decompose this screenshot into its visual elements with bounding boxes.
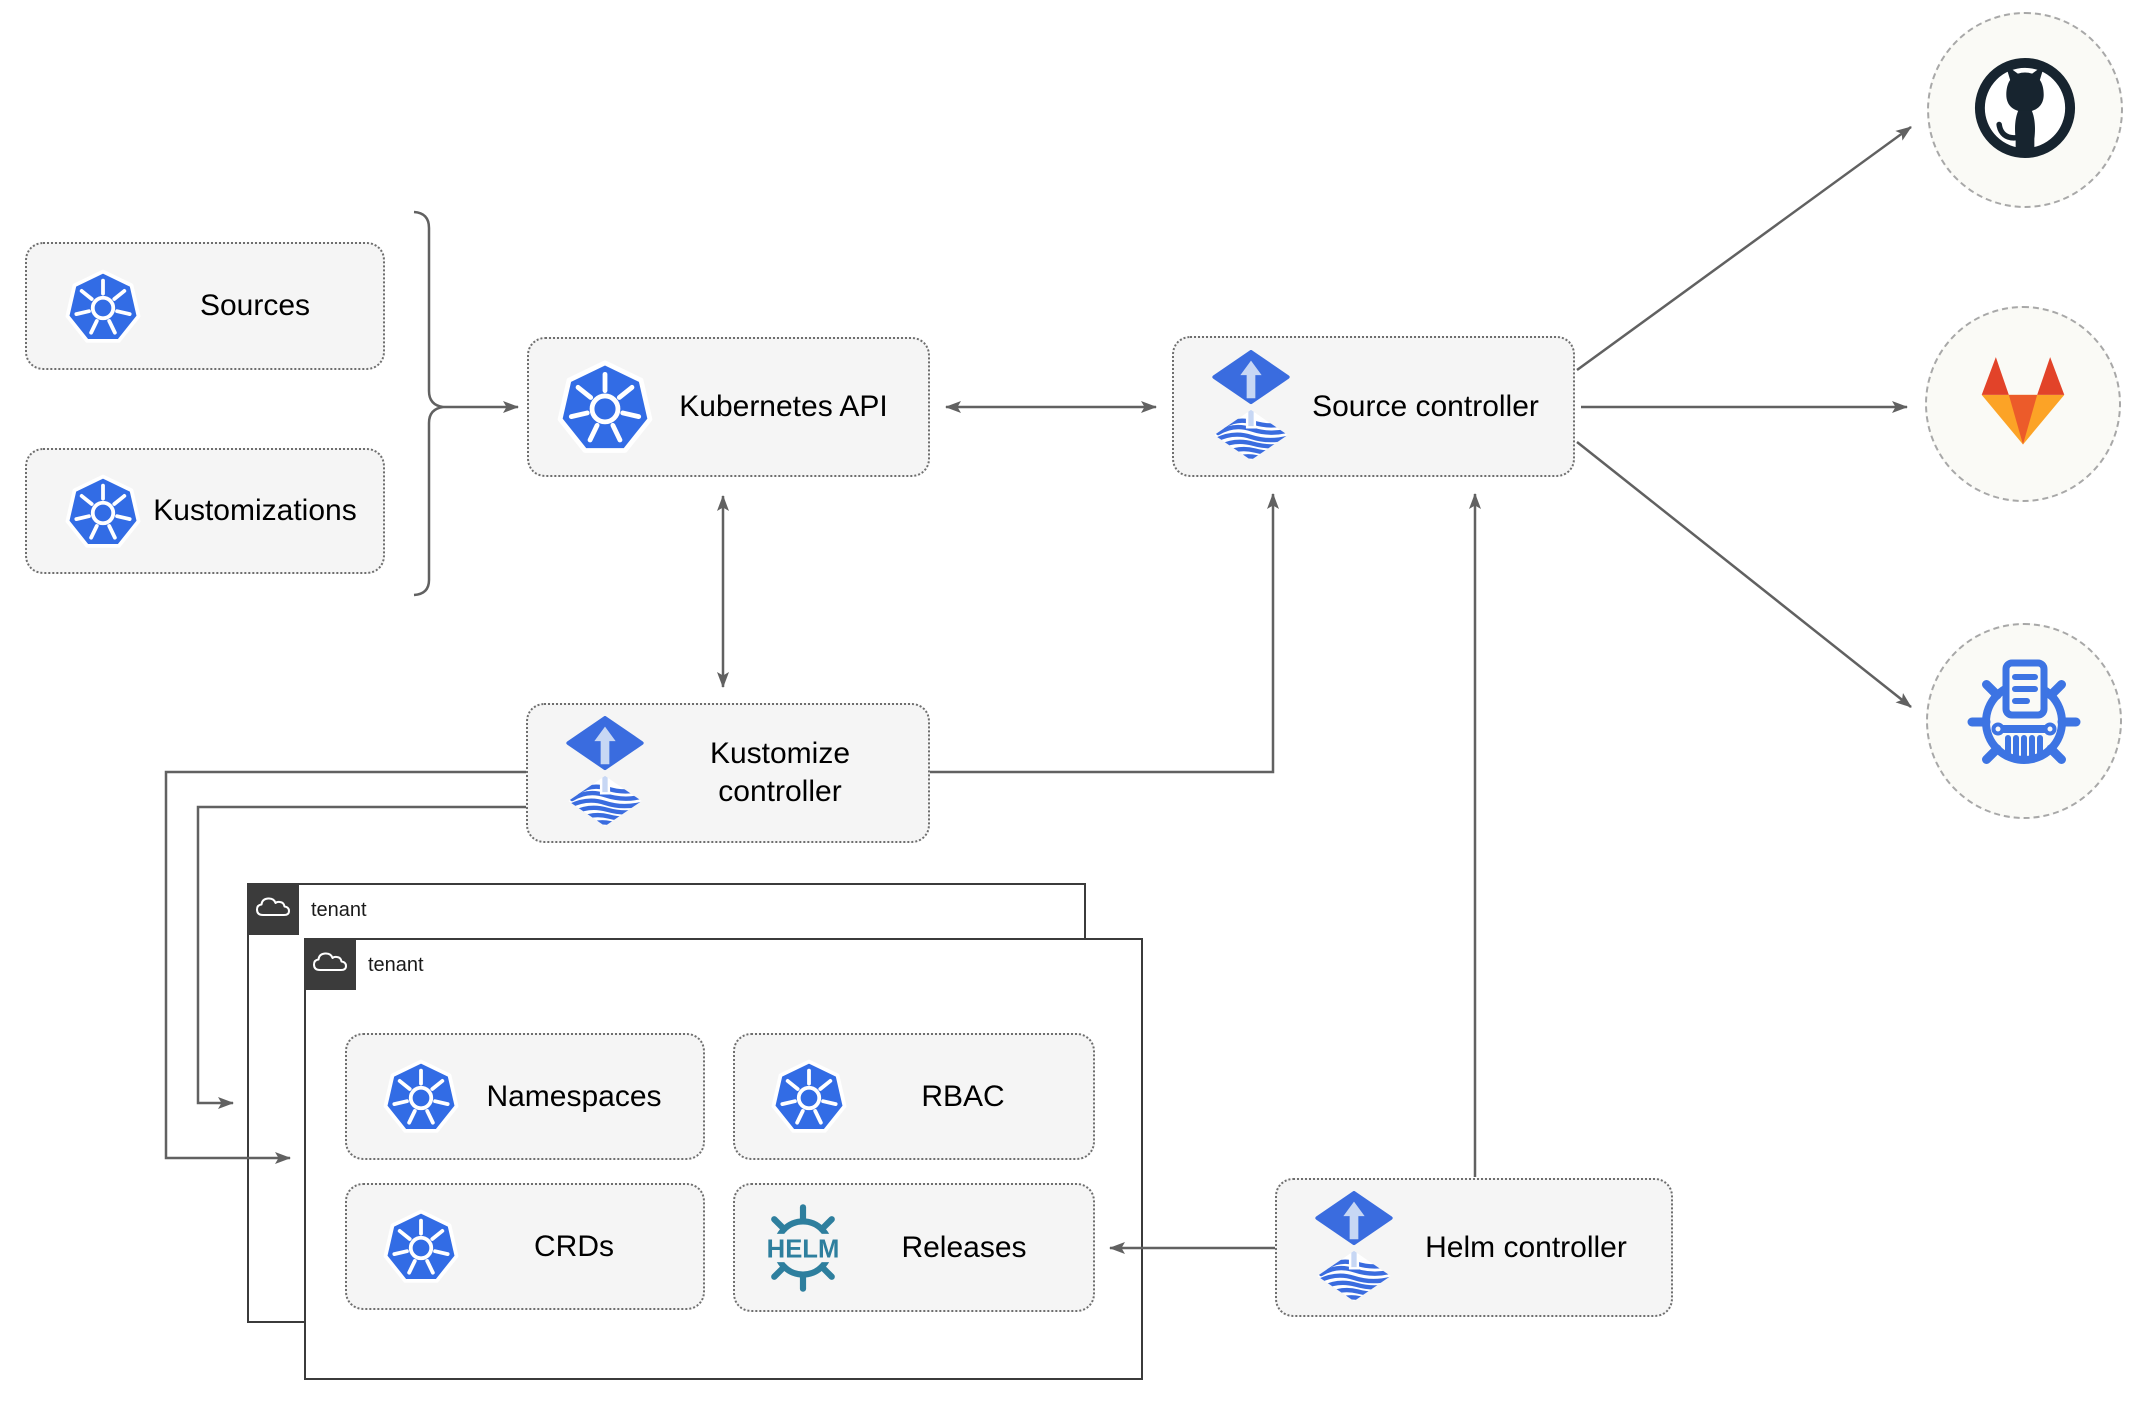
kubernetes-icon — [771, 1057, 847, 1136]
node-crds[interactable]: CRDs — [345, 1183, 705, 1310]
flux-icon — [1313, 1191, 1395, 1305]
node-label: RBAC — [921, 1079, 1005, 1113]
node-label: Helm controller — [1425, 1230, 1627, 1264]
node-kustomizations[interactable]: Kustomizations — [25, 448, 385, 574]
node-releases[interactable]: Releases — [733, 1183, 1095, 1312]
node-namespaces[interactable]: Namespaces — [345, 1033, 705, 1160]
tenant-tab — [304, 938, 356, 990]
kubernetes-icon — [383, 1057, 459, 1136]
helm-icon — [757, 1202, 849, 1294]
node-helm-controller[interactable]: Helm controller — [1275, 1178, 1673, 1317]
edge-kustomize-controller-to-source-controller — [930, 493, 1279, 774]
node-label: Releases — [901, 1230, 1027, 1264]
node-source-controller[interactable]: Source controller — [1172, 336, 1575, 477]
flux-icon — [564, 716, 646, 830]
node-label: Kubernetes API — [679, 390, 888, 423]
node-label: Sources — [199, 289, 311, 322]
flux-icon — [1210, 350, 1292, 464]
kubernetes-icon — [65, 267, 141, 346]
github-icon — [1970, 53, 2080, 168]
kubernetes-icon — [383, 1207, 459, 1286]
cloud-icon — [310, 949, 350, 980]
node-label: Namespaces — [486, 1079, 662, 1113]
node-label: CRDs — [534, 1229, 614, 1263]
tenant-label: tenant — [311, 898, 367, 921]
brace-sources-kustomizations — [413, 210, 444, 597]
node-label: Kustomizations — [153, 494, 357, 527]
endpoint-chartmuseum[interactable] — [1926, 623, 2122, 819]
node-label: Kustomize controller — [709, 737, 851, 808]
kubernetes-icon — [557, 357, 653, 457]
gitlab-icon — [1964, 350, 2082, 459]
node-kustomize-controller[interactable]: Kustomize controller — [526, 703, 930, 843]
node-kubernetes-api[interactable]: Kubernetes API — [527, 337, 930, 477]
node-label: Source controller — [1312, 389, 1539, 423]
cloud-icon — [253, 894, 293, 925]
edge-source-controller-to-chartmuseum — [1576, 441, 1912, 708]
endpoint-github[interactable] — [1927, 12, 2123, 208]
node-sources[interactable]: Sources — [25, 242, 385, 370]
edge-source-controller-to-github — [1576, 125, 1912, 372]
tenant-label: tenant — [368, 953, 424, 976]
kubernetes-icon — [65, 472, 141, 551]
tenant-tab — [247, 883, 299, 935]
chartmuseum-icon — [1964, 659, 2084, 784]
endpoint-gitlab[interactable] — [1925, 306, 2121, 502]
node-rbac[interactable]: RBAC — [733, 1033, 1095, 1160]
